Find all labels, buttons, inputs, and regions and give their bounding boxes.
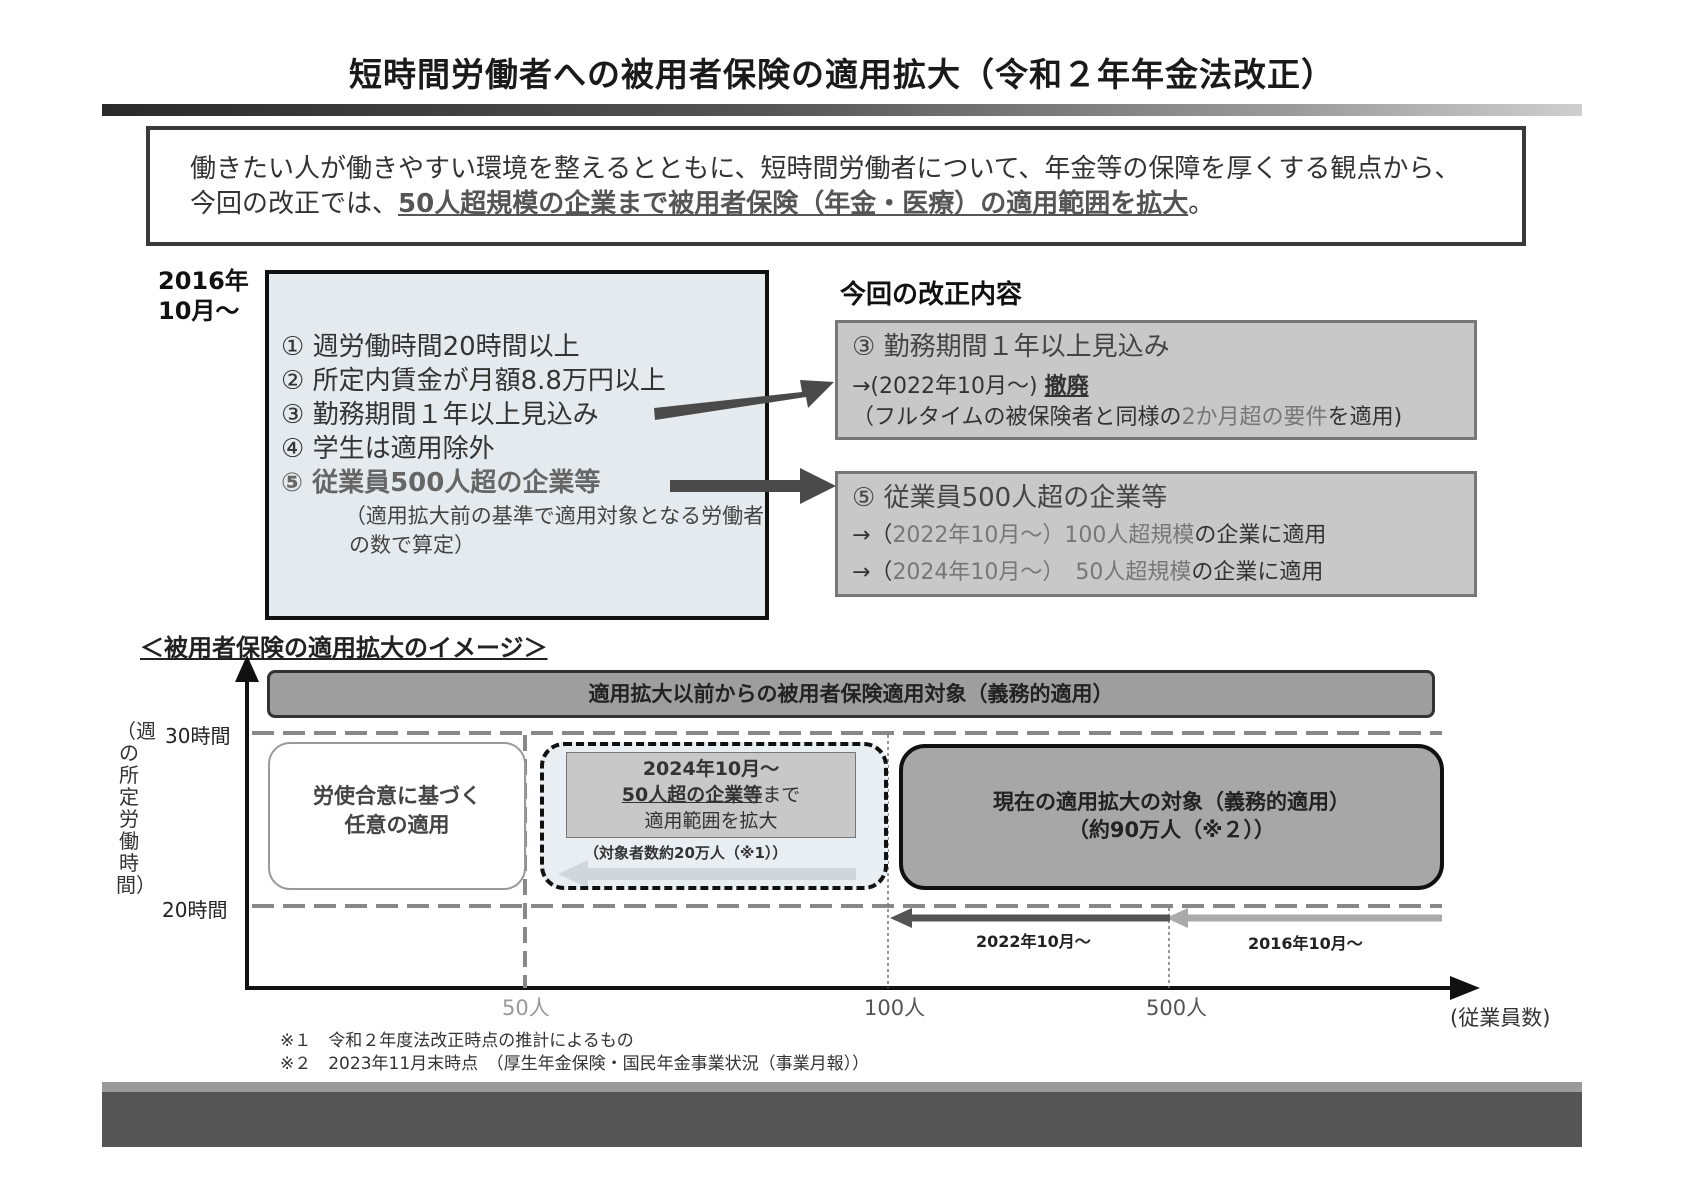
expansion-50-note: （対象者数約20万人（※1）） (584, 844, 788, 862)
slide: 短時間労働者への被用者保険の適用拡大（令和２年年金法改正） 働きたい人が働きやす… (102, 30, 1582, 1147)
current-line1: 現在の適用拡大の対象（義務的適用） (993, 790, 1350, 814)
arrow-2022-head (890, 908, 912, 928)
x-axis-arrowhead (1450, 976, 1480, 1000)
old-criteria-note: （適用拡大前の基準で適用対象となる労働者の数で算定） (344, 504, 765, 557)
expansion-50-box: 2024年10月～ 50人超の企業等まで 適用範囲を拡大 （対象者数約20万人（… (540, 742, 888, 890)
current-line2: （約90万人（※２）） (1067, 818, 1276, 842)
since-label: 2016年 10月～ (158, 266, 249, 326)
intro-end: 。 (1188, 189, 1215, 219)
old-criteria-item: ③ 勤務期間１年以上見込み (281, 400, 599, 430)
reform-box-head: ⑤ 従業員500人超の企業等 (852, 483, 1168, 513)
reform-text-gray: 2024年10月～） 50人超規模 (892, 560, 1192, 585)
current-expansion-box: 現在の適用拡大の対象（義務的適用） （約90万人（※２）） (899, 744, 1444, 890)
title-underline-bar (102, 104, 1582, 116)
footnote: ※１ 令和２年度法改正時点の推計によるもの (280, 1031, 634, 1051)
reform-text: を適用) (1327, 405, 1403, 430)
reform-box-line: →（2024年10月～） 50人超規模の企業に適用 (852, 557, 1460, 588)
expansion-50-target: 50人超の企業等 (621, 784, 763, 806)
intro-text: 働きたい人が働きやすい環境を整えるとともに、短時間労働者について、年金等の保障を… (190, 154, 1461, 219)
existing-coverage-bar: 適用拡大以前からの被用者保険適用対象（義務的適用） (267, 670, 1435, 718)
since-line1: 2016年 (158, 267, 249, 295)
reform-date: →(2022年10月～) (852, 374, 1045, 399)
reform-box-head: ③ 勤務期間１年以上見込み (852, 332, 1170, 362)
old-criteria-box: ① 週労働時間20時間以上 ② 所定内賃金が月額8.8万円以上 ③ 勤務期間１年… (265, 270, 769, 620)
footnotes: ※１ 令和２年度法改正時点の推計によるもの ※２ 2023年11月末時点 （厚生… (280, 1030, 869, 1076)
reform-title: 今回の改正内容 (840, 280, 1023, 310)
reform-text: の企業に適用 (1194, 523, 1327, 548)
old-criteria-item: ① 週労働時間20時間以上 (281, 332, 580, 362)
image-section-title: ＜被用者保険の適用拡大のイメージ＞ (140, 634, 548, 662)
expansion-50-arrow (558, 860, 856, 886)
footnote: ※２ 2023年11月末時点 （厚生年金保険・国民年金事業状況（事業月報）） (280, 1054, 870, 1074)
x-tick-50: 50人 (502, 996, 550, 1020)
x-tick-100: 100人 (864, 996, 926, 1020)
old-criteria-list: ① 週労働時間20時間以上 ② 所定内賃金が月額8.8万円以上 ③ 勤務期間１年… (281, 330, 666, 500)
arrow-2016-head (1166, 908, 1188, 928)
reform-box-line: →（2022年10月～）100人超規模の企業に適用 (852, 520, 1460, 551)
old-criteria-item: ⑤ 従業員500人超の企業等 (281, 468, 601, 498)
y-tick-30h: 30時間 (165, 724, 231, 748)
voluntary-application-box: 労使合意に基づく 任意の適用 (268, 742, 526, 890)
x-axis-label: (従業員数) (1450, 1006, 1551, 1030)
reform-box-company-size: ⑤ 従業員500人超の企業等 →（2022年10月～）100人超規模の企業に適用… (835, 471, 1477, 597)
page-title: 短時間労働者への被用者保険の適用拡大（令和２年年金法改正） (349, 55, 1335, 94)
voluntary-line2: 任意の適用 (344, 813, 450, 837)
intro-highlight: 50人超規模の企業まで被用者保険（年金・医療）の適用範囲を拡大 (398, 189, 1189, 219)
arrow-to-size-reform (670, 468, 836, 504)
reform-box-tenure: ③ 勤務期間１年以上見込み →(2022年10月～) 撤廃 （フルタイムの被保険… (835, 320, 1477, 440)
reform-text: →（ (852, 523, 893, 548)
arrow-2022-label: 2022年10月～ (976, 932, 1091, 951)
y-axis-arrowhead (235, 655, 259, 682)
arrow-2016-label: 2016年10月～ (1248, 934, 1363, 953)
old-criteria-item: ④ 学生は適用除外 (281, 434, 495, 464)
reform-box-line: （フルタイムの被保険者と同様の2か月超の要件を適用) (852, 402, 1460, 433)
reform-text: （フルタイムの被保険者と同様の (852, 405, 1182, 430)
expansion-50-suffix: まで (762, 784, 801, 806)
since-line2: 10月～ (158, 297, 240, 325)
reform-text-gray: 2か月超の要件 (1181, 405, 1328, 430)
intro-box: 働きたい人が働きやすい環境を整えるとともに、短時間労働者について、年金等の保障を… (146, 126, 1526, 246)
expansion-50-line3: 適用範囲を拡大 (644, 810, 778, 832)
voluntary-line1: 労使合意に基づく (313, 784, 481, 808)
reform-text: →（ (852, 560, 893, 585)
y-tick-20h: 20時間 (162, 898, 228, 922)
reform-action: 撤廃 (1044, 374, 1089, 399)
old-criteria-item: ② 所定内賃金が月額8.8万円以上 (281, 366, 666, 396)
x-tick-500: 500人 (1146, 996, 1208, 1020)
y-axis-label: （週の所定労働時間） (116, 719, 156, 897)
reform-box-line: →(2022年10月～) 撤廃 (852, 371, 1460, 402)
diagram-vectors (235, 380, 1480, 1000)
expansion-50-line2: 50人超の企業等まで (567, 782, 855, 808)
expansion-50-line1: 2024年10月～ (642, 758, 780, 780)
footer-bar (102, 1082, 1582, 1147)
expansion-50-label: 2024年10月～ 50人超の企業等まで 適用範囲を拡大 (566, 752, 856, 838)
reform-text-gray: 2022年10月～）100人超規模 (892, 523, 1195, 548)
reform-text: の企業に適用 (1191, 560, 1324, 585)
arrow-to-tenure-reform (654, 380, 834, 420)
